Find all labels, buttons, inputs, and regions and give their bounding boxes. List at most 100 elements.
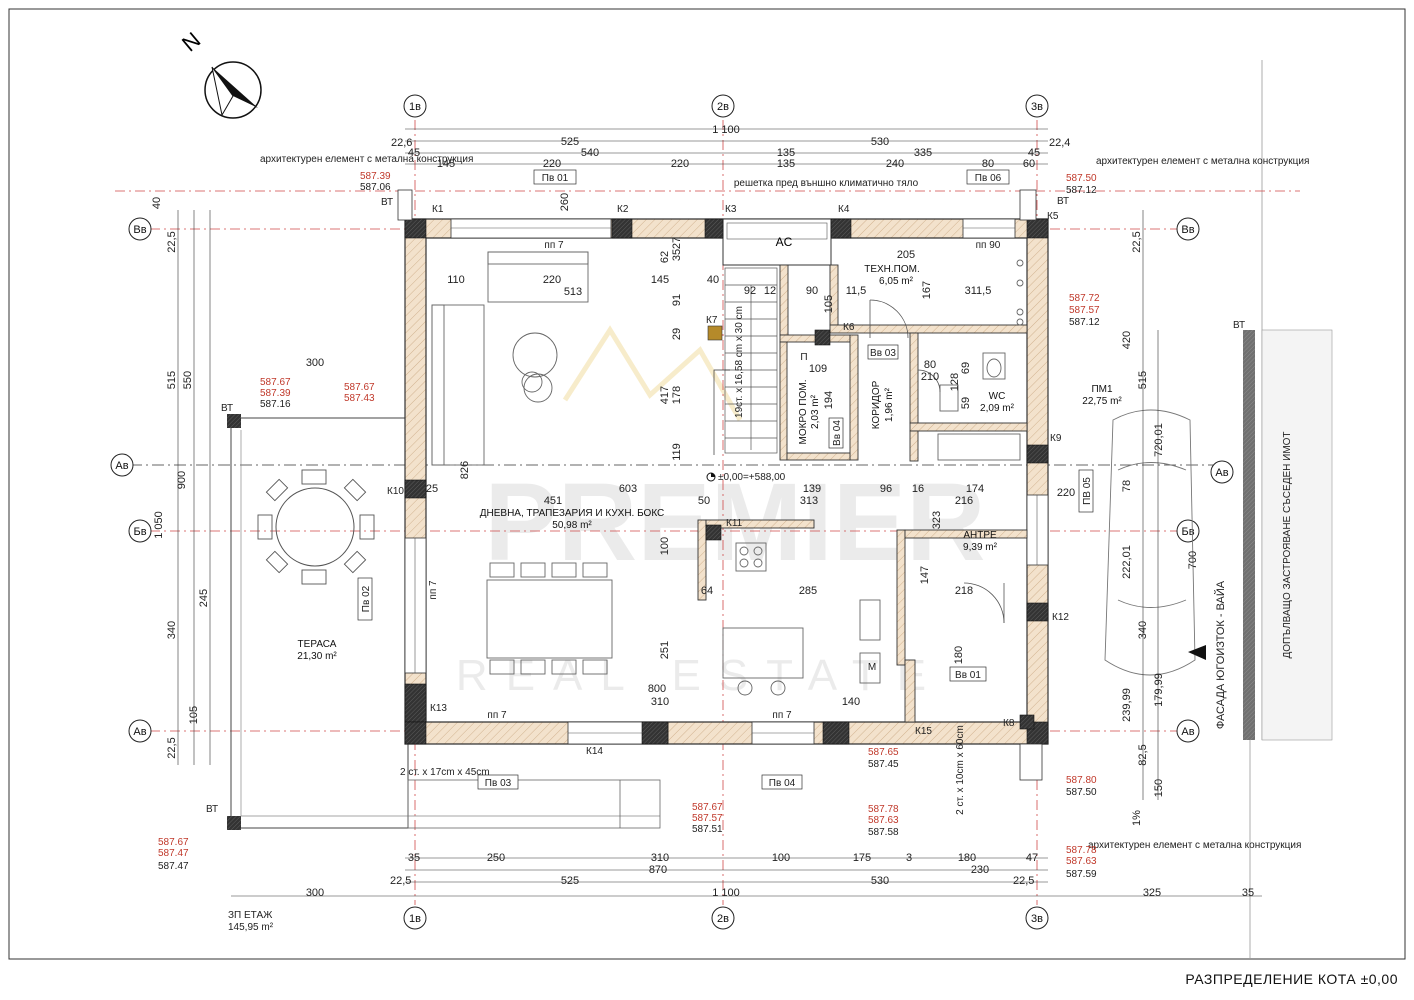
elev-4-red-a: 587.67: [344, 382, 375, 393]
note-arch-1: архитектурен елемент с метална конструкц…: [260, 154, 473, 165]
dim-bot-r4-1: 1 100: [712, 887, 740, 899]
dim-left-9: 105: [188, 706, 200, 724]
dim-bot-r1-5: 3: [906, 852, 912, 864]
elev-5-black: 587.12: [1069, 317, 1100, 328]
tag-pv06: Пв 06: [975, 173, 1002, 184]
col-k10: К10: [387, 486, 404, 497]
dim-top-r1-2: 22,4: [1049, 137, 1070, 149]
elev-9-black: 587.58: [868, 827, 899, 838]
idim-19: 178: [671, 386, 683, 404]
tag-vv03: Вв 03: [870, 348, 896, 359]
dim-bot-r2-0: 22,5: [390, 875, 411, 887]
dim-top-r3-4: 45: [1028, 147, 1040, 159]
doors: [869, 299, 1005, 624]
idim-12: 62: [659, 251, 671, 263]
elev-10-black: 587.47: [158, 861, 189, 872]
dim-top-r4-2: 220: [671, 158, 689, 170]
bt-4: ВТ: [1233, 320, 1245, 331]
opening-tags: Пв 01 Пв 06 Пв 02 Пв 03 Пв 04 ПВ 05 Вв 0…: [357, 169, 1094, 790]
elev-10-red-a: 587.67: [158, 837, 189, 848]
watermark-sub: REAL ESTATE: [456, 651, 944, 700]
neighbor-label: ДОПЪЛВАЩО ЗАСТРОЯВАНЕ СЪСЕДЕН ИМОТ: [1282, 431, 1293, 658]
north-label: N: [177, 27, 205, 56]
idim-51: 180: [953, 646, 965, 664]
axis-left-b: Бв: [133, 526, 146, 538]
facade-arrow: [1188, 645, 1206, 660]
idim-5: 92: [744, 285, 756, 297]
idim-32: 216: [955, 495, 973, 507]
idim-37: 323: [931, 511, 943, 529]
col-k13: К13: [430, 703, 447, 714]
dimension-lines: [177, 128, 1262, 897]
tag-pv01: Пв 01: [542, 173, 569, 184]
dim-bot-r2-2: 230: [971, 864, 989, 876]
dim-right-4: 78: [1121, 480, 1133, 492]
idim-36: 285: [799, 585, 817, 597]
elev-9-red-b: 587.63: [868, 815, 899, 826]
idim-16: 105: [823, 295, 835, 313]
idim-17: 29: [671, 328, 683, 340]
axis-bottom-2: 2в: [717, 913, 729, 925]
columns: [404, 218, 1049, 745]
elev-10-red-b: 587.47: [158, 848, 189, 859]
dim-top-r3-3: 335: [914, 147, 932, 159]
tag-pp7-top: пп 7: [544, 240, 564, 251]
idim-2: 513: [564, 286, 582, 298]
idim-44: 69: [960, 362, 972, 374]
axis-left-a: Ав: [133, 726, 146, 738]
idim-23: 826: [459, 461, 471, 479]
elev-11-red-b: 587.63: [1066, 856, 1097, 867]
dim-right-2: 515: [1137, 371, 1149, 389]
dim-right-7: 340: [1137, 621, 1149, 639]
parking-car: [1104, 409, 1196, 676]
dim-bot-r1-0: 35: [408, 852, 420, 864]
col-k14: К14: [586, 746, 603, 757]
idim-6: 12: [764, 285, 776, 297]
axis-bubbles-bottom: 1в 2в 3в: [403, 906, 1049, 930]
dim-right-10: 82,5: [1137, 744, 1149, 765]
bottom-dimensions: 35 250 310 100 175 3 180 47 22,5 870 230…: [306, 852, 1254, 899]
idim-21: 109: [809, 363, 827, 375]
tag-pp7-bottom-b: пп 7: [772, 710, 792, 721]
axis-bubbles-right: Вв Бв Ав Ав: [1176, 217, 1234, 743]
dim-right-8: 239,99: [1121, 688, 1133, 722]
col-k1: К1: [432, 204, 444, 215]
sheet-title: РАЗПРЕДЕЛЕНИЕ КОТА ±0,00: [1185, 971, 1398, 987]
elev-8-red-b: 587.57: [692, 813, 723, 824]
left-dimensions: 40 22,5 515 550 300 900 1 050 245 340 10…: [151, 197, 324, 759]
tag-p: П: [800, 352, 807, 363]
room-wc-area: 2,09 m²: [980, 403, 1015, 414]
room-wet-name: МОКРО ПОМ.: [798, 379, 809, 444]
tag-pv05: ПВ 05: [1082, 477, 1093, 505]
idim-25: 451: [544, 495, 562, 507]
column-k7: [707, 325, 723, 341]
idim-4: 40: [707, 274, 719, 286]
tag-pp90: пп 90: [976, 240, 1001, 251]
idim-18: 417: [659, 386, 671, 404]
elev-6-red: 587.65: [868, 747, 899, 758]
dim-bot-r1-1: 250: [487, 852, 505, 864]
idim-33: 25: [426, 483, 438, 495]
idim-40: 251: [659, 641, 671, 659]
dim-left-8: 340: [166, 621, 178, 639]
idim-9: 311,5: [965, 285, 992, 297]
axis-bottom-3: 3в: [1031, 913, 1043, 925]
zp-area: 145,95 m²: [228, 922, 274, 933]
elev-2-black: 587.12: [1066, 185, 1097, 196]
level-mark: ±0,00=+588,00: [706, 472, 786, 483]
idim-41: 800: [648, 683, 666, 695]
idim-3: 145: [651, 274, 669, 286]
col-k6: К6: [843, 322, 855, 333]
col-k3: К3: [725, 204, 737, 215]
level-mark-text: ±0,00=+588,00: [718, 472, 786, 483]
col-k5: К5: [1047, 211, 1059, 222]
tag-pp7-bottom-a: пп 7: [487, 710, 507, 721]
elev-6-black: 587.45: [868, 759, 899, 770]
idim-49: 260: [559, 193, 571, 211]
elev-5-red-a: 587.72: [1069, 293, 1100, 304]
idim-43: 140: [842, 696, 860, 708]
step-note-entry: 2 ст. x 10cm x 60cm: [955, 725, 966, 815]
dim-top-r1-1: 1 100: [712, 124, 740, 136]
elevation-marks: архитектурен елемент с метална конструкц…: [158, 154, 1309, 880]
dim-bot-r4-0: 300: [306, 887, 324, 899]
